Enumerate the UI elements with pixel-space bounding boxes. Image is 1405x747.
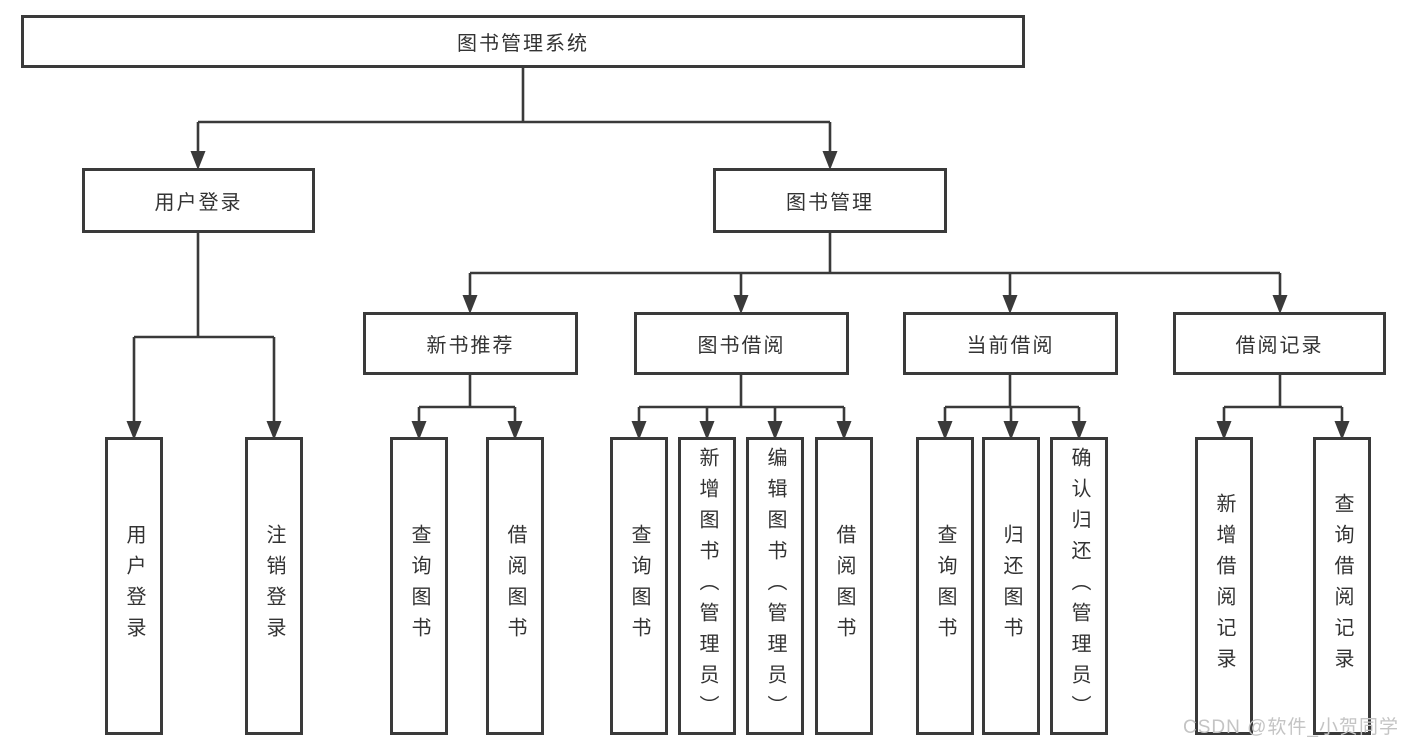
- node-label: 新增图书（管理员）: [696, 446, 718, 726]
- node-label: 归还图书: [1000, 524, 1022, 648]
- node-library-management-system: 图书管理系统: [21, 15, 1025, 68]
- node-label: 新增借阅记录: [1213, 493, 1235, 679]
- leaf-add-borrow-record: 新增借阅记录: [1195, 437, 1253, 735]
- node-book-management: 图书管理: [713, 168, 947, 233]
- leaf-logout: 注销登录: [245, 437, 303, 735]
- node-user-login: 用户登录: [82, 168, 315, 233]
- node-label: 注销登录: [263, 524, 285, 648]
- node-label: 编辑图书（管理员）: [764, 446, 786, 726]
- node-label: 用户登录: [154, 192, 243, 214]
- leaf-add-books-admin: 新增图书（管理员）: [678, 437, 736, 735]
- node-label: 借阅图书: [833, 524, 855, 648]
- leaf-return-books: 归还图书: [982, 437, 1040, 735]
- leaf-edit-books-admin: 编辑图书（管理员）: [746, 437, 804, 735]
- node-label: 用户登录: [123, 524, 145, 648]
- leaf-query-books-3: 查询图书: [916, 437, 974, 735]
- node-label: 新书推荐: [426, 335, 515, 357]
- leaf-query-books-2: 查询图书: [610, 437, 668, 735]
- node-current-borrowing: 当前借阅: [903, 312, 1118, 375]
- node-label: 图书借阅: [697, 335, 786, 357]
- node-label: 当前借阅: [966, 335, 1055, 357]
- node-label: 确认归还（管理员）: [1068, 446, 1090, 726]
- node-label: 查询图书: [934, 524, 956, 648]
- node-label: 图书管理系统: [457, 33, 589, 55]
- leaf-borrow-books-2: 借阅图书: [815, 437, 873, 735]
- csdn-watermark: CSDN @软件_小贺同学: [1183, 717, 1399, 738]
- node-label: 图书管理: [786, 192, 874, 214]
- node-borrow-records: 借阅记录: [1173, 312, 1386, 375]
- node-label: 查询图书: [408, 524, 430, 648]
- leaf-confirm-return-admin: 确认归还（管理员）: [1050, 437, 1108, 735]
- node-label: 查询借阅记录: [1331, 493, 1353, 679]
- node-label: 借阅图书: [504, 524, 526, 648]
- node-new-book-recommendation: 新书推荐: [363, 312, 578, 375]
- leaf-query-borrow-record: 查询借阅记录: [1313, 437, 1371, 735]
- leaf-query-books-1: 查询图书: [390, 437, 448, 735]
- node-book-borrowing: 图书借阅: [634, 312, 849, 375]
- leaf-user-login: 用户登录: [105, 437, 163, 735]
- leaf-borrow-books-1: 借阅图书: [486, 437, 544, 735]
- node-label: 借阅记录: [1235, 335, 1324, 357]
- node-label: 查询图书: [628, 524, 650, 648]
